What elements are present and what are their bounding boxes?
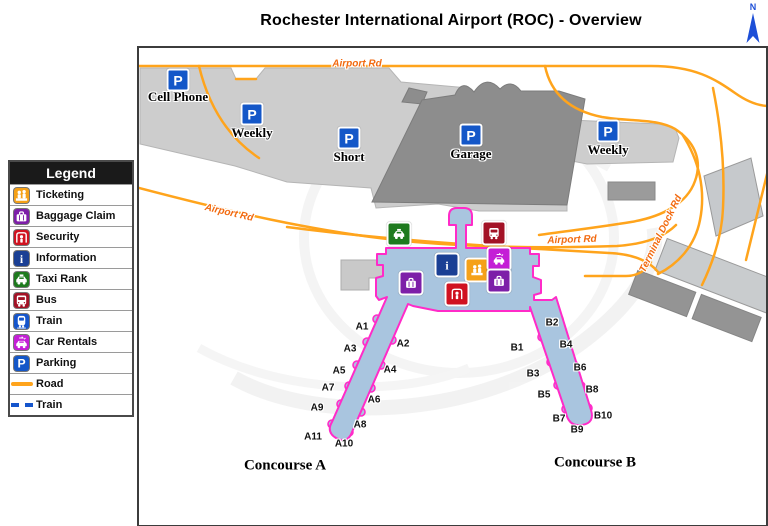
legend-header: Legend xyxy=(10,162,132,184)
taxi-icon[interactable] xyxy=(386,221,412,247)
legend-item-road: Road xyxy=(10,373,132,394)
baggage-icon[interactable] xyxy=(486,268,512,294)
compass-north: N xyxy=(740,2,766,52)
gate-label-a2: A2 xyxy=(396,338,410,350)
gate-label-a11: A11 xyxy=(304,431,322,443)
legend-item-information: i Information xyxy=(10,247,132,268)
gate-label-a3: A3 xyxy=(343,343,357,355)
gate-label-a9: A9 xyxy=(310,402,324,414)
legend-item-car-rentals: Car Rentals xyxy=(10,331,132,352)
legend-item-label: Parking xyxy=(36,357,77,369)
bus-icon[interactable] xyxy=(481,220,507,246)
security-icon xyxy=(14,229,29,245)
svg-text:i: i xyxy=(445,259,449,272)
gate-label-b5: B5 xyxy=(537,389,551,401)
legend-item-label: Train xyxy=(36,399,63,411)
ticketing-icon xyxy=(14,187,29,203)
road-label: Airport Rd xyxy=(547,233,597,247)
parking-area-label: Weekly xyxy=(231,125,273,140)
legend-item-label: Information xyxy=(36,252,97,264)
legend-item-parking: P Parking xyxy=(10,352,132,373)
parking-icon-short[interactable]: P xyxy=(337,126,361,150)
parking-icon-cell-phone[interactable]: P xyxy=(166,68,190,92)
compass-n-label: N xyxy=(749,2,757,12)
train-icon xyxy=(14,313,29,329)
info-icon: i xyxy=(14,250,29,266)
svg-text:i: i xyxy=(20,252,24,265)
road-line-sample xyxy=(11,382,33,386)
legend-item-label: Bus xyxy=(36,294,57,306)
road-label: Airport Rd xyxy=(332,58,382,70)
legend-item-baggage-claim: Baggage Claim xyxy=(10,205,132,226)
gate-label-b8: B8 xyxy=(585,384,599,396)
gate-label-b9: B9 xyxy=(570,424,584,436)
bus-icon xyxy=(14,292,29,308)
gate-label-b2: B2 xyxy=(545,317,559,329)
legend-item-label: Taxi Rank xyxy=(36,273,88,285)
gate-label-a8: A8 xyxy=(353,419,367,431)
car-rental-icon xyxy=(14,334,29,350)
legend-item-taxi-rank: Taxi Rank xyxy=(10,268,132,289)
legend-item-ticketing: Ticketing xyxy=(10,184,132,205)
legend-item-label: Train xyxy=(36,315,63,327)
parking-icon-garage[interactable]: P xyxy=(459,123,483,147)
concourse-label: Concourse B xyxy=(553,454,637,471)
security-icon[interactable] xyxy=(444,281,470,307)
parking-icon-weekly[interactable]: P xyxy=(596,119,620,143)
legend-item-bus: Bus xyxy=(10,289,132,310)
gate-label-a6: A6 xyxy=(367,394,381,406)
north-arrow-icon xyxy=(746,13,760,43)
legend-item-label: Ticketing xyxy=(36,189,85,201)
gate-label-a5: A5 xyxy=(332,365,346,377)
legend-item-label: Car Rentals xyxy=(36,336,98,348)
car-rental-icon[interactable] xyxy=(486,246,512,272)
gate-label-a7: A7 xyxy=(321,382,335,394)
taxi-icon xyxy=(14,271,29,287)
legend-item-label: Baggage Claim xyxy=(36,210,116,222)
terminal-shape xyxy=(328,207,593,441)
parking-area-label: Short xyxy=(333,149,365,164)
gate-label-b4: B4 xyxy=(559,339,573,351)
baggage-icon xyxy=(14,208,29,224)
gate-label-b6: B6 xyxy=(573,362,587,374)
gate-label-b7: B7 xyxy=(552,413,566,425)
gate-label-a10: A10 xyxy=(334,438,354,450)
legend-item-label: Road xyxy=(36,378,64,390)
parking-area-label: Weekly xyxy=(587,142,629,157)
info-icon[interactable]: i xyxy=(434,252,460,278)
gate-label-a4: A4 xyxy=(383,364,397,376)
legend-item-train: Train xyxy=(10,310,132,331)
train-line-sample xyxy=(11,403,33,407)
svg-text:P: P xyxy=(17,356,25,370)
gate-label-b10: B10 xyxy=(593,410,613,422)
parking-area-label: Garage xyxy=(450,146,492,161)
parking-icon: P xyxy=(14,355,29,371)
page-title: Rochester International Airport (ROC) - … xyxy=(260,12,642,29)
gate-label-b1: B1 xyxy=(510,342,524,354)
baggage-icon[interactable] xyxy=(398,270,424,296)
legend-item-security: Security xyxy=(10,226,132,247)
legend-item-train: Train xyxy=(10,394,132,415)
parking-icon-weekly[interactable]: P xyxy=(240,102,264,126)
gate-label-a1: A1 xyxy=(355,321,369,333)
parking-area-label: Cell Phone xyxy=(147,89,209,104)
gate-label-b3: B3 xyxy=(526,368,540,380)
concourse-label: Concourse A xyxy=(243,457,327,474)
legend-item-label: Security xyxy=(36,231,80,243)
